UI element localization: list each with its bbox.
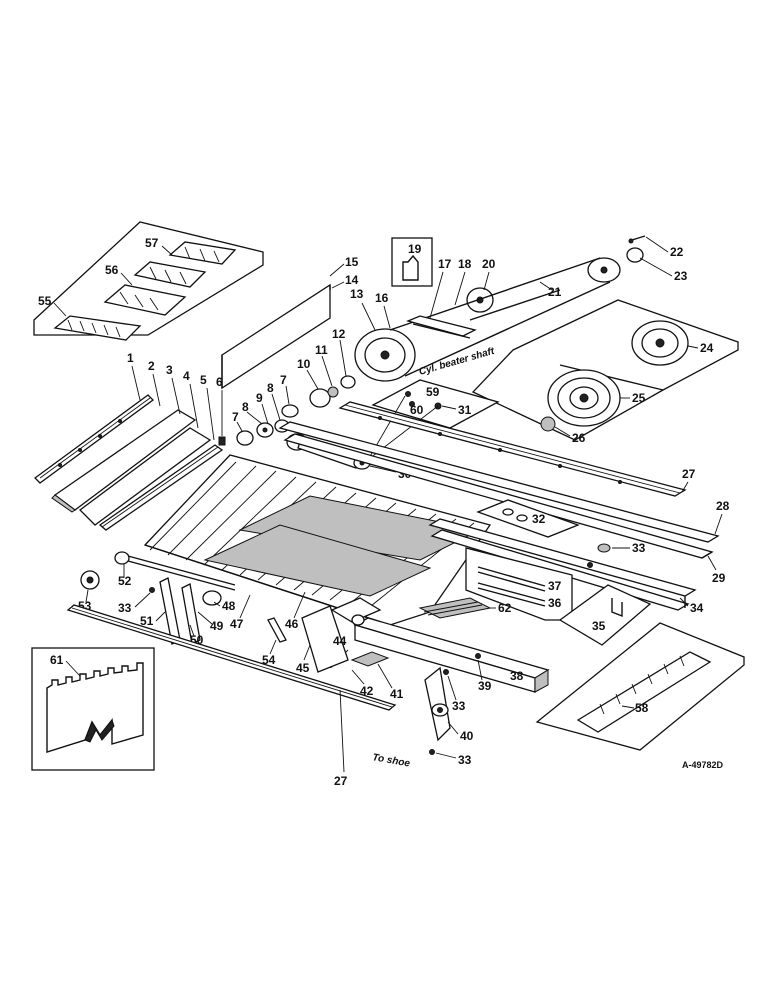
inset-32: 32: [476, 499, 580, 538]
callout-56: 56: [105, 263, 119, 277]
callout-38: 38: [510, 669, 524, 683]
callout-29: 29: [712, 571, 726, 585]
callout-16: 16: [375, 291, 389, 305]
callout-33b: 33: [632, 541, 646, 555]
callout-40: 40: [460, 729, 474, 743]
callout-26: 26: [572, 431, 586, 445]
callout-49: 49: [210, 619, 224, 633]
callout-9: 9: [256, 391, 263, 405]
callout-3: 3: [166, 363, 173, 377]
louver-row-57: [168, 241, 237, 265]
inset-58: 58: [535, 622, 745, 751]
bolt-row-1: [58, 419, 122, 467]
callout-1: 1: [127, 351, 134, 365]
callout-24: 24: [700, 341, 714, 355]
cyl-beater-shaft-note: Cyl. beater shaft: [418, 346, 496, 378]
shaker-arm: 40 33 33 To shoe: [371, 666, 474, 770]
callout-15: 15: [345, 255, 359, 269]
lower-rail: 34 33: [428, 518, 704, 615]
callout-28: 28: [716, 499, 730, 513]
callout-13: 13: [350, 287, 364, 301]
callout-20: 20: [482, 257, 496, 271]
callout-11: 11: [315, 343, 328, 357]
callout-14: 14: [345, 273, 359, 287]
inset-19: 19: [391, 237, 433, 287]
callout-18: 18: [458, 257, 472, 271]
callout-37: 37: [548, 579, 562, 593]
callout-48: 48: [222, 599, 236, 613]
callout-58: 58: [635, 701, 649, 715]
callout-44: 44: [333, 634, 347, 648]
louver-row-56b: [133, 261, 207, 288]
louver-row-56: [103, 284, 187, 316]
side-rails: 27 28 29: [278, 401, 730, 585]
inset-pulleys: 24 25 26: [471, 299, 739, 445]
callout-19: 19: [408, 242, 422, 256]
callout-54: 54: [262, 653, 276, 667]
inset-35: 35: [558, 584, 652, 646]
callout-51: 51: [140, 614, 154, 628]
callout-5: 5: [200, 373, 207, 387]
callout-6: 6: [216, 375, 223, 389]
rail-holes: [378, 416, 622, 484]
callout-25: 25: [632, 391, 646, 405]
callout-8b: 8: [267, 381, 274, 395]
clip-teeth: [599, 655, 685, 715]
callout-2: 2: [148, 359, 155, 373]
callout-4: 4: [183, 369, 190, 383]
callout-23: 23: [674, 269, 688, 283]
drawing-number: A-49782D: [682, 760, 724, 770]
callout-33a: 33: [118, 601, 132, 615]
louver-row-55: [53, 315, 142, 341]
callout-7a: 7: [232, 410, 239, 424]
callout-52: 52: [118, 574, 132, 588]
callout-27a: 27: [682, 467, 696, 481]
callout-31: 31: [458, 403, 472, 417]
callout-60: 60: [410, 403, 424, 417]
callout-7b: 7: [280, 373, 287, 387]
front-shaft: 52 53 33 48 49 50 51: [78, 551, 236, 647]
callout-17: 17: [438, 257, 452, 271]
callout-8a: 8: [242, 400, 249, 414]
inset-61: 61: [31, 647, 155, 771]
inset-louvers: 55 56 57: [33, 221, 264, 341]
callout-41: 41: [390, 687, 404, 701]
callout-57: 57: [145, 236, 159, 250]
callout-34: 34: [690, 601, 704, 615]
callout-12: 12: [332, 327, 346, 341]
callout-21: 21: [548, 285, 562, 299]
callout-55: 55: [38, 294, 52, 308]
inset-36-37: 37 36: [465, 547, 573, 621]
back-panel: 15 14: [221, 255, 359, 390]
callout-33d: 33: [458, 753, 472, 767]
bearings: 7 8 9 8 7 10 11 12: [232, 327, 356, 446]
callout-10: 10: [297, 357, 311, 371]
callout-36: 36: [548, 596, 562, 610]
callout-46: 46: [285, 617, 299, 631]
callout-22: 22: [670, 245, 684, 259]
end-rails: 1 2 3 4 5 6: [34, 351, 226, 531]
callout-27b: 27: [334, 774, 348, 788]
callout-33c: 33: [452, 699, 466, 713]
callout-32: 32: [532, 512, 546, 526]
callout-39: 39: [478, 679, 492, 693]
drive-assembly: 13 16 17 18 20 21 22 23 Cyl. beater shaf…: [350, 235, 688, 382]
callout-45: 45: [296, 661, 310, 675]
to-shoe-note: To shoe: [371, 752, 411, 770]
callout-62: 62: [498, 601, 512, 615]
callout-61: 61: [50, 653, 64, 667]
callout-35: 35: [592, 619, 606, 633]
callout-47: 47: [230, 617, 244, 631]
lower-channel: 38 39 41 42 43 44 45 54: [262, 597, 550, 701]
bottom-strip: 27: [66, 604, 397, 788]
callout-59: 59: [426, 385, 440, 399]
chain-guide: 62: [418, 597, 512, 619]
